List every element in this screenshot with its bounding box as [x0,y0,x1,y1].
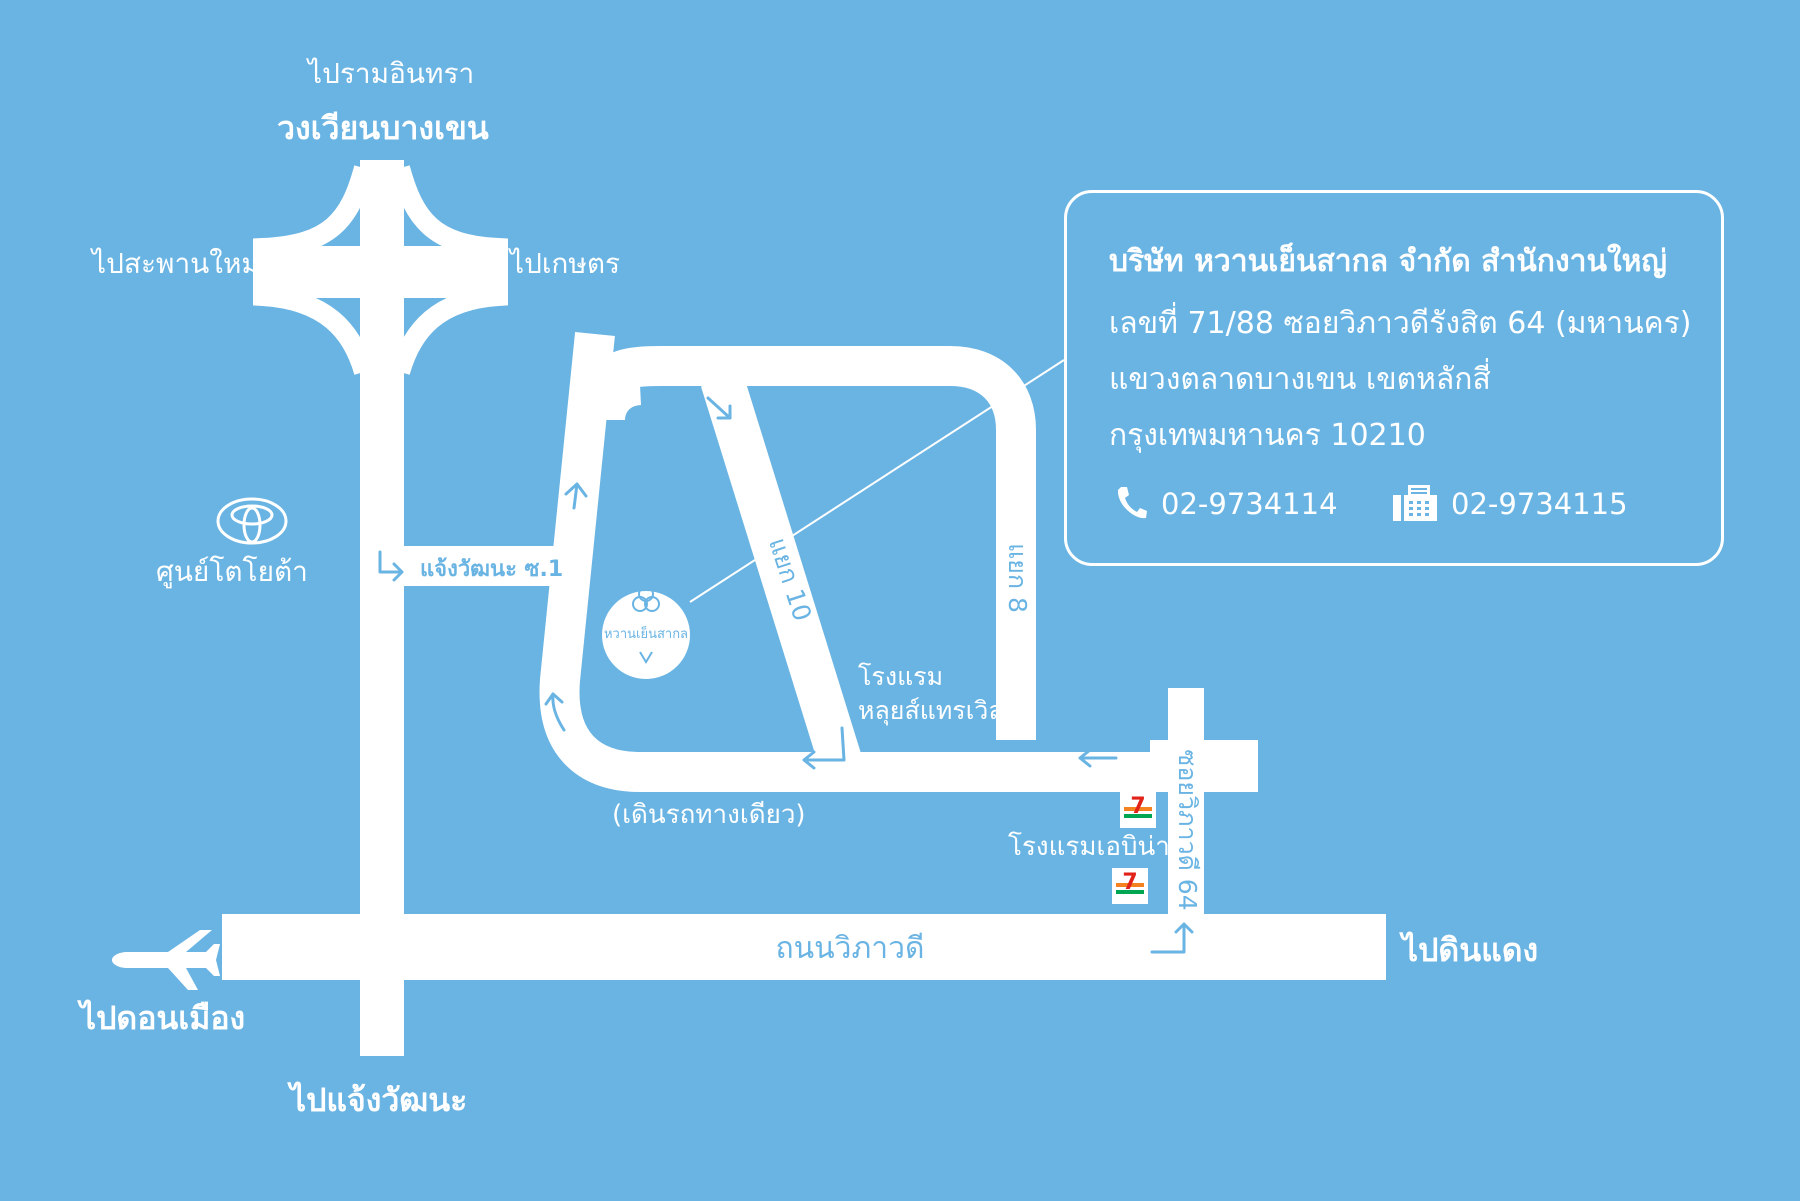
label-to-kaset: ไปเกษตร [510,247,621,280]
phone-icon [1117,487,1147,519]
arrow-into-soi1-icon [378,550,404,582]
label-hotel-louis-line1: โรงแรม [858,662,944,691]
seven-eleven-icon: 7 [1112,868,1148,904]
interchange-cross-road [263,246,498,298]
address-line-2: แขวงตลาดบางเขน เขตหลักสี่ [1109,362,1491,397]
arrow-left-soi64-icon [1078,748,1118,768]
label-to-din-daeng: ไปดินแดง [1402,931,1539,969]
toyota-logo-icon [216,497,288,545]
arrow-loop-up-icon [544,692,566,732]
label-to-saphan-mai: ไปสะพานใหม่ [92,247,260,280]
label-to-chaeng-watthana: ไปแจ้งวัฒนะ [290,1081,468,1119]
seven-eleven-icon: 7 [1120,792,1156,828]
label-to-ram-inthra: ไปรามอินทรา [308,57,475,90]
road-label-chaeng-watthana-soi1: แจ้งวัฒนะ ซ.1 [420,557,563,582]
label-one-way: (เดินรถทางเดียว) [612,800,806,830]
shop-name: หวานเย็นสากล [604,624,688,642]
fax-icon [1393,485,1437,521]
road-yaek-10 [700,373,862,767]
label-hotel-ebina: โรงแรมเอบิน่า [1008,832,1170,862]
shop-circle [602,591,690,679]
callout-line [689,359,1065,603]
road-label-vibhavadi: ถนนวิภาวดี [776,931,925,966]
road-label-soi-vibhavadi-64: ซอยวิภาวดี 64 [1173,749,1202,910]
ice-cream-logo-icon [632,586,660,664]
arrow-up-icon [564,482,588,510]
road-main-vertical [360,160,404,1056]
label-bang-khen-circle: วงเวียนบางเขน [277,109,489,147]
label-toyota-center: ศูนย์โตโยต้า [156,555,308,588]
airplane-icon [112,930,220,990]
road-soi-vibhavadi-64 [1168,688,1204,928]
company-info-box: บริษัท หวานเย็นสากล จำกัด สำนักงานใหญ่ เ… [1064,190,1724,566]
road-label-yaek-8: แยก 8 [1003,543,1032,613]
address-line-3: กรุงเทพมหานคร 10210 [1109,418,1426,453]
road-soi64-cross [1150,740,1258,776]
road-loop-top-inner [585,365,643,422]
road-chaeng-watthana-soi1 [380,546,558,586]
arrow-left-bottom-icon [802,726,846,770]
road-loop-left [539,331,1258,792]
address-line-1: เลขที่ 71/88 ซอยวิภาวดีรังสิต 64 (มหานคร… [1109,306,1692,341]
arrow-down-right-icon [706,396,732,420]
label-to-don-mueang: ไปดอนเมือง [80,999,246,1037]
phone-number: 02-9734114 [1161,487,1338,521]
fax-number: 02-9734115 [1451,487,1628,521]
label-hotel-louis-line2: หลุยส์แทรเวิล [858,696,1004,725]
company-title: บริษัท หวานเย็นสากล จำกัด สำนักงานใหญ่ [1109,244,1667,279]
arrow-turn-up-icon [1150,922,1194,954]
